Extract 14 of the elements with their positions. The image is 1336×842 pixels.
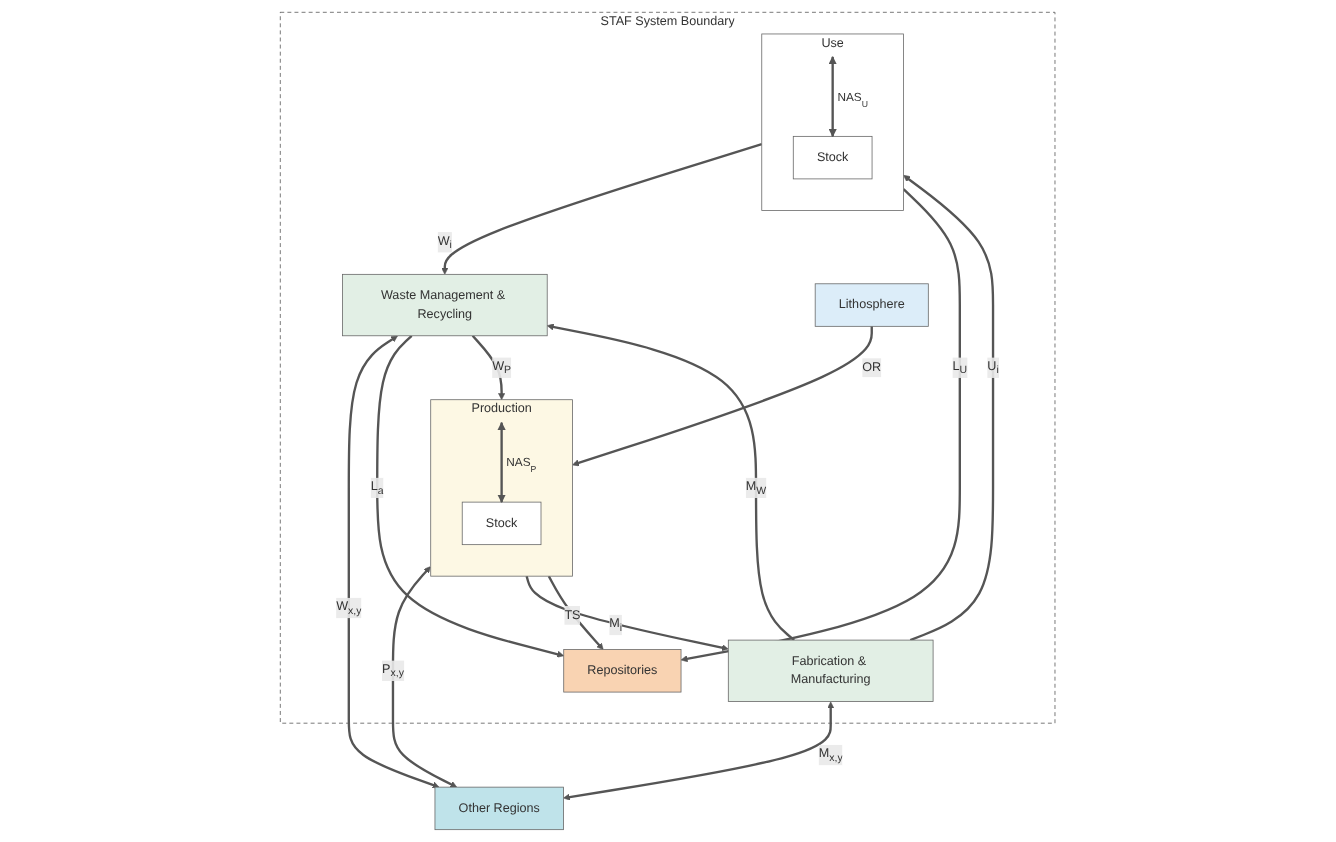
arrow	[681, 188, 962, 663]
arrow	[548, 575, 604, 650]
arrow	[547, 323, 796, 641]
arrow	[392, 566, 458, 788]
arrow	[572, 326, 874, 467]
double-arrow	[828, 56, 838, 138]
arrow	[472, 335, 506, 401]
arrow	[376, 334, 565, 658]
arrow	[525, 575, 729, 652]
arrow	[347, 335, 440, 789]
arrow	[903, 175, 995, 642]
arrow	[563, 701, 835, 801]
double-arrow	[497, 421, 507, 503]
arrow	[441, 143, 763, 275]
